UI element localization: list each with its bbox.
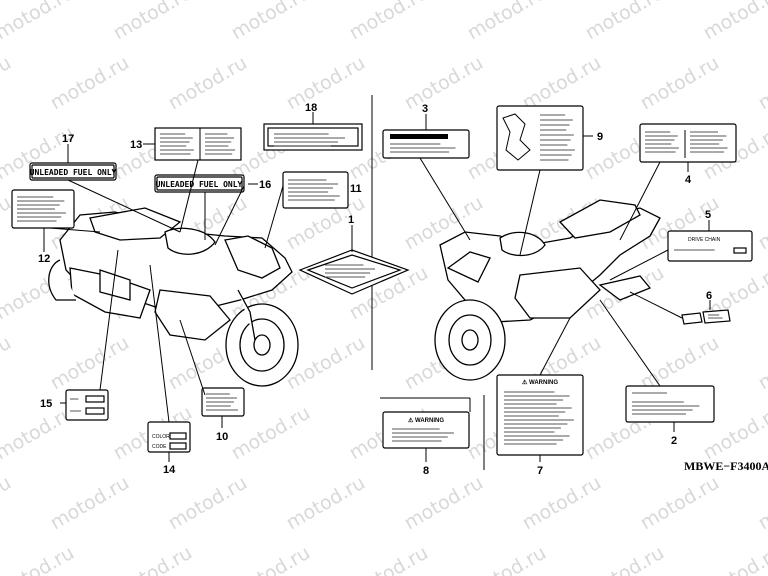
callout-14: 14 (163, 464, 176, 476)
callout-1: 1 (348, 214, 354, 226)
callout-13: 13 (130, 139, 142, 151)
watermark-text: motod.ru (700, 542, 768, 576)
label-15-color-code (65, 389, 109, 421)
warning-text: ⚠ WARNING (408, 417, 444, 424)
callout-8: 8 (423, 465, 429, 477)
watermark-text: motod.ru (47, 332, 133, 395)
label-3-panel (382, 129, 470, 159)
warning-text: ⚠ WARNING (522, 379, 558, 386)
label-14-color-code: COLOR CODE (147, 421, 191, 453)
watermark-text: motod.ru (0, 0, 78, 44)
watermark-text: motod.ru (401, 472, 487, 535)
watermark-text: motod.ru (519, 472, 605, 535)
watermark-text: motod.ru (346, 0, 432, 44)
color-text: COLOR (152, 434, 170, 440)
label-10-panel (201, 387, 245, 417)
label-7-warning: ⚠ WARNING (496, 374, 584, 456)
callout-16: 16 (259, 179, 271, 191)
watermark-text: motod.ru (165, 472, 251, 535)
watermark-text: motod.ru (228, 542, 314, 576)
watermark-text: motod.ru (0, 332, 15, 395)
watermark-text: motod.ru (637, 472, 723, 535)
watermark-text: motod.ru (165, 52, 251, 115)
callout-7: 7 (537, 465, 543, 477)
label-9-panel (496, 105, 584, 171)
watermark-text: motod.ru (519, 52, 605, 115)
label-4-panel (639, 123, 737, 163)
callout-12: 12 (38, 253, 50, 265)
watermark-text: motod.ru (582, 542, 668, 576)
callout-numbers: 17 13 18 16 11 12 1 15 14 10 3 9 4 5 6 2… (38, 102, 712, 477)
callout-3: 3 (422, 103, 428, 115)
drive-chain-text: DRIVE CHAIN (688, 237, 721, 243)
watermark-text: motod.ru (637, 332, 723, 395)
label-5-drive-chain: DRIVE CHAIN (667, 230, 753, 262)
watermark-text: motod.ru (47, 52, 133, 115)
callout-2: 2 (671, 435, 677, 447)
label-16-unleaded-fuel: UNLEADED FUEL ONLY (154, 174, 245, 193)
watermark-text: motod.ru (283, 472, 369, 535)
watermark-text: motod.ru (464, 0, 550, 44)
watermark-text: motod.ru (464, 542, 550, 576)
watermark-text: motod.ru (110, 542, 196, 576)
watermark-text: motod.ru (582, 0, 668, 44)
leader-lines (43, 112, 711, 462)
label-11-panel (282, 171, 349, 209)
watermark-text: motod.ru (637, 52, 723, 115)
callout-18: 18 (305, 102, 317, 114)
label-18-panel (263, 123, 363, 151)
label-1-diamond (298, 249, 410, 295)
callout-4: 4 (685, 174, 692, 186)
watermark-text: motod.ru (755, 472, 768, 535)
motorcycle-right (434, 199, 661, 381)
watermark-text: motod.ru (755, 332, 768, 395)
code-text: CODE (152, 444, 167, 450)
label-2-panel (625, 385, 715, 423)
watermark-text: motod.ru (47, 472, 133, 535)
watermark-text: motod.ru (0, 472, 15, 535)
callout-17: 17 (62, 133, 74, 145)
label-12-panel (11, 189, 75, 229)
watermark-text: motod.ru (755, 192, 768, 255)
callout-11: 11 (350, 183, 362, 195)
callout-6: 6 (706, 290, 712, 302)
label-8-warning: ⚠ WARNING (382, 411, 470, 449)
watermark-text: motod.ru (346, 542, 432, 576)
watermark-text: motod.ru (755, 52, 768, 115)
label-text: UNLEADED FUEL ONLY (156, 180, 243, 189)
label-6-panel (681, 309, 731, 325)
callout-9: 9 (597, 131, 603, 143)
watermark-text: motod.ru (401, 52, 487, 115)
watermark-text: motod.ru (0, 52, 15, 115)
watermark-text: motod.ru (0, 542, 78, 576)
label-13-panel (154, 127, 242, 161)
label-text: UNLEADED FUEL ONLY (30, 168, 117, 177)
callout-15: 15 (40, 398, 52, 410)
watermark-text: motod.ru (283, 52, 369, 115)
callout-10: 10 (216, 431, 228, 443)
watermark-text: motod.ru (228, 0, 314, 44)
watermark-text: motod.ru (700, 0, 768, 44)
callout-5: 5 (705, 209, 711, 221)
watermark-text: motod.ru (110, 0, 196, 44)
label-17-unleaded-fuel: UNLEADED FUEL ONLY (29, 162, 117, 181)
diagram-code: MBWE−F3400A (684, 459, 768, 473)
